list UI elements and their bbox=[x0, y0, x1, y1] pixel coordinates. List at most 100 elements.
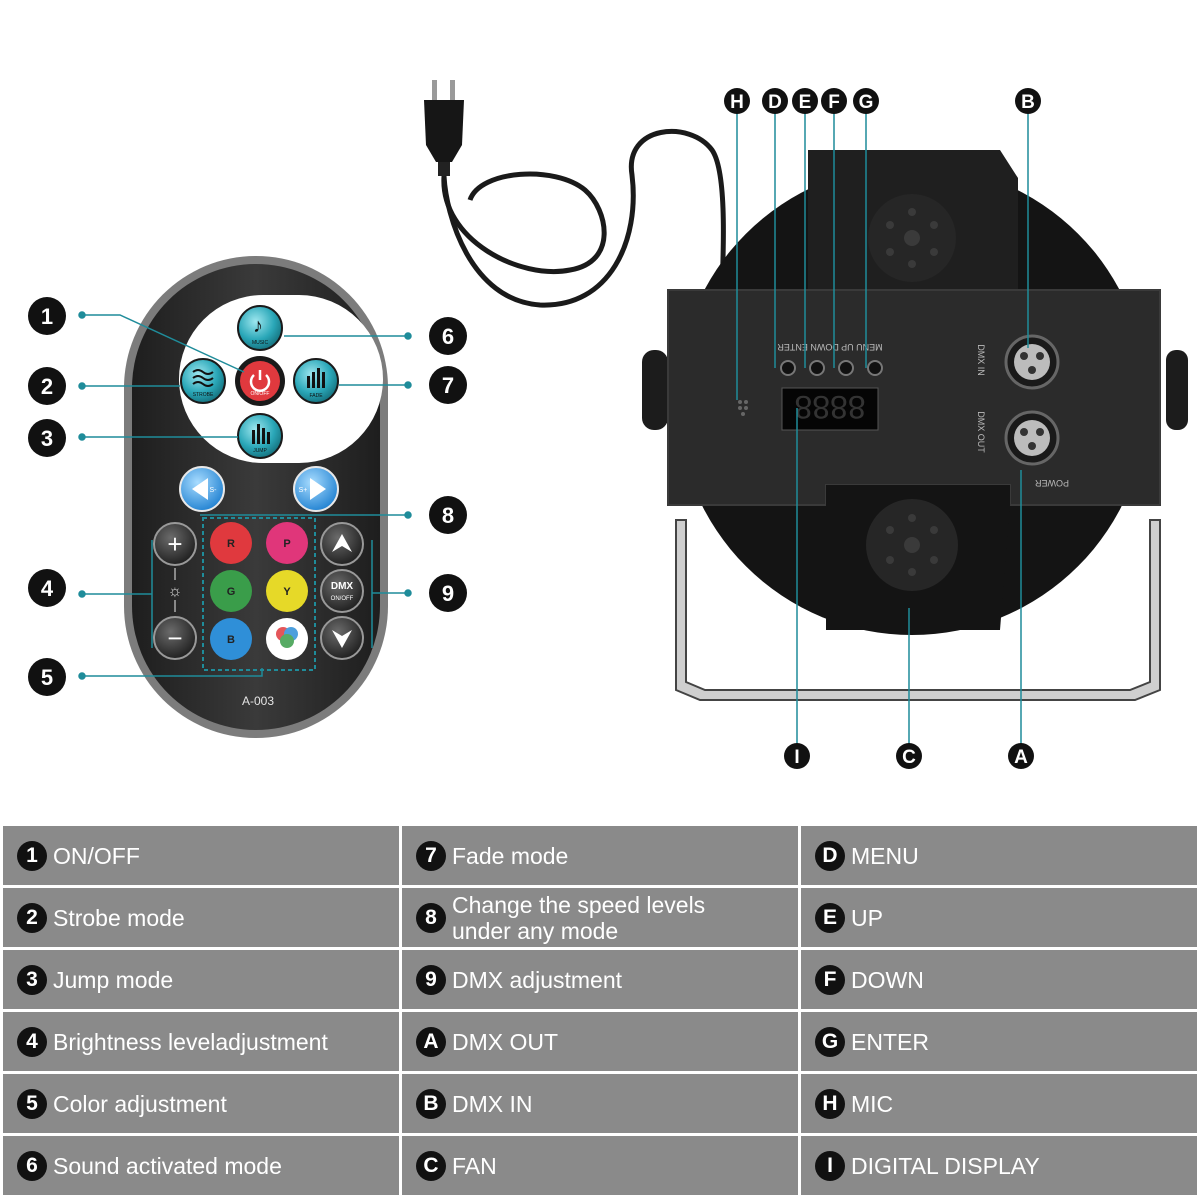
legend-key: A bbox=[416, 1026, 446, 1057]
legend-text: DMX OUT bbox=[452, 1028, 559, 1055]
display-digits: 8888 bbox=[794, 389, 865, 425]
dmx-onoff-label: ON/OFF bbox=[331, 596, 354, 602]
svg-text:5: 5 bbox=[41, 665, 53, 690]
digital-display bbox=[781, 387, 879, 431]
callout-3: 3 bbox=[28, 419, 66, 457]
legend-text: DIGITAL DISPLAY bbox=[851, 1152, 1040, 1179]
music-note-icon: ♪ bbox=[253, 315, 263, 337]
legend-text: Sound activated mode bbox=[53, 1152, 282, 1179]
svg-text:7: 7 bbox=[442, 373, 454, 398]
speed-up-label: S+ bbox=[299, 487, 308, 494]
power-label: POWER bbox=[1035, 478, 1070, 488]
speed-up-button[interactable]: S+ bbox=[293, 466, 339, 512]
color-blue-button[interactable]: B bbox=[210, 618, 252, 660]
svg-text:G: G bbox=[859, 92, 874, 113]
onoff-button[interactable]: ON/OFF bbox=[235, 356, 285, 406]
product-figure: ♪ MUSIC ON/OFF STROBE FADE bbox=[28, 80, 1188, 769]
svg-text:3: 3 bbox=[41, 426, 53, 451]
remote-control: ♪ MUSIC ON/OFF STROBE FADE bbox=[124, 256, 388, 738]
svg-text:H: H bbox=[730, 92, 744, 113]
dmx-onoff-button[interactable]: DMX ON/OFF bbox=[320, 569, 364, 613]
svg-text:B: B bbox=[1021, 92, 1035, 113]
color-yellow-label: Y bbox=[283, 586, 291, 598]
legend-text: FAN bbox=[452, 1152, 497, 1179]
jump-button[interactable]: JUMP bbox=[237, 413, 283, 459]
dmx-up-button[interactable] bbox=[320, 522, 364, 566]
svg-text:8: 8 bbox=[442, 503, 454, 528]
color-pink-button[interactable]: P bbox=[266, 522, 308, 564]
legend-key: 5 bbox=[17, 1088, 47, 1119]
callout-I: I bbox=[784, 743, 810, 769]
brightness-plus-button[interactable]: + bbox=[153, 522, 197, 566]
fade-button[interactable]: FADE bbox=[293, 358, 339, 404]
speed-down-button[interactable]: S- bbox=[179, 466, 225, 512]
onoff-label: ON/OFF bbox=[251, 391, 270, 397]
legend-key: C bbox=[416, 1150, 446, 1181]
dmx-down-button[interactable] bbox=[320, 616, 364, 660]
legend-text: DMX IN bbox=[452, 1090, 533, 1117]
svg-text:4: 4 bbox=[41, 576, 54, 601]
legend-key: G bbox=[815, 1026, 845, 1057]
panel-button-down[interactable] bbox=[838, 360, 854, 376]
svg-text:I: I bbox=[794, 747, 799, 768]
legend-text: Fade mode bbox=[452, 842, 569, 869]
svg-text:E: E bbox=[799, 92, 812, 113]
color-multi-button[interactable] bbox=[266, 618, 308, 660]
callout-F: F bbox=[821, 88, 847, 114]
callout-B: B bbox=[1015, 88, 1041, 114]
color-red-label: R bbox=[227, 538, 235, 550]
music-button[interactable]: ♪ MUSIC bbox=[237, 305, 283, 351]
color-blue-label: B bbox=[227, 634, 235, 646]
brightness-minus-button[interactable]: − bbox=[153, 616, 197, 660]
device-callout-lines bbox=[736, 101, 1029, 756]
strobe-button[interactable]: STROBE bbox=[180, 358, 226, 404]
legend-text: Brightness leveladjustment bbox=[53, 1028, 328, 1055]
legend-key: F bbox=[815, 964, 845, 995]
svg-text:A: A bbox=[1014, 747, 1028, 768]
color-yellow-button[interactable]: Y bbox=[266, 570, 308, 612]
panel-button-menu[interactable] bbox=[780, 360, 796, 376]
legend-key: 1 bbox=[17, 840, 47, 871]
color-red-button[interactable]: R bbox=[210, 522, 252, 564]
legend-key: 7 bbox=[416, 840, 446, 871]
legend-text: MENU bbox=[851, 842, 919, 869]
callout-H: H bbox=[724, 88, 750, 114]
dmx-out-port[interactable] bbox=[1004, 410, 1060, 466]
callout-4: 4 bbox=[28, 569, 66, 607]
panel-button-enter[interactable] bbox=[867, 360, 883, 376]
sun-icon: ☼ bbox=[168, 583, 183, 600]
callout-A: A bbox=[1008, 743, 1034, 769]
callout-1: 1 bbox=[28, 297, 66, 335]
legend-text: ENTER bbox=[851, 1028, 929, 1055]
legend-text: UP bbox=[851, 904, 883, 931]
callout-8: 8 bbox=[429, 496, 467, 534]
jump-bars-icon bbox=[252, 424, 270, 444]
dmx-in-port[interactable] bbox=[1004, 334, 1060, 390]
remote-model: A-003 bbox=[242, 694, 274, 708]
arrow-down-icon bbox=[332, 630, 352, 648]
legend-key: 9 bbox=[416, 964, 446, 995]
arrow-up-icon bbox=[332, 534, 352, 552]
svg-text:2: 2 bbox=[41, 374, 53, 399]
svg-text:1: 1 bbox=[41, 304, 53, 329]
legend-text: Color adjustment bbox=[53, 1090, 227, 1117]
jump-label: JUMP bbox=[253, 448, 267, 454]
callout-9: 9 bbox=[429, 574, 467, 612]
color-green-button[interactable]: G bbox=[210, 570, 252, 612]
dmx-label: DMX bbox=[331, 581, 354, 592]
legend-text: Jump mode bbox=[53, 966, 174, 993]
panel-button-up[interactable] bbox=[809, 360, 825, 376]
